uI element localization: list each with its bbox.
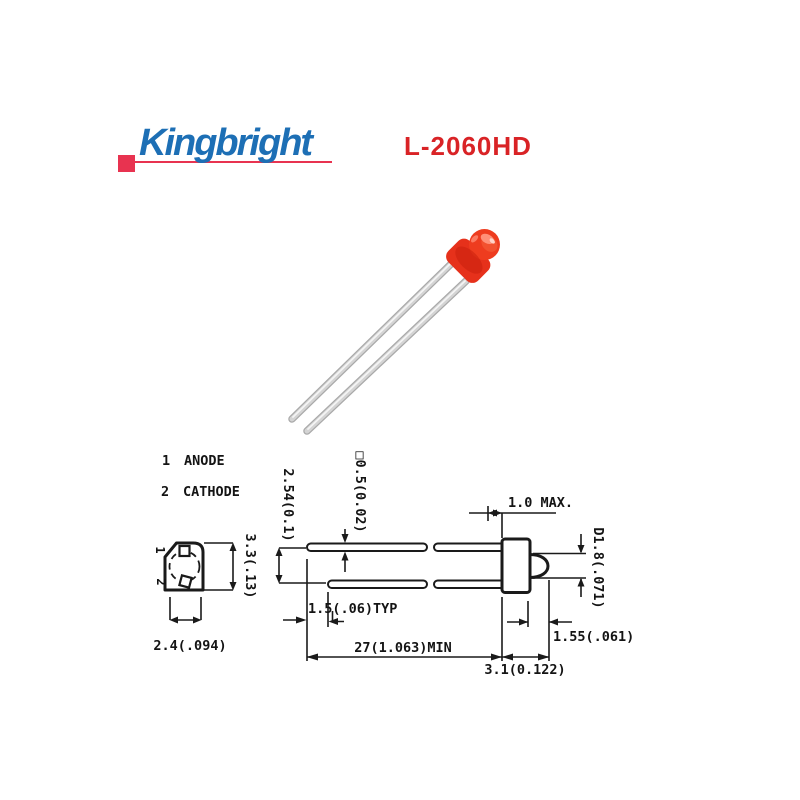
dim-length-lines	[306, 559, 550, 661]
dim-pitch-bracket	[278, 547, 326, 584]
kingbright-logo: Kingbright	[139, 122, 313, 164]
dim-width-label: 2.4(.094)	[153, 638, 226, 654]
dim-leadgap-lines	[283, 592, 344, 627]
lead2-cross-section	[178, 574, 193, 589]
side-view-drawing: 2.54(0.1) □0.5(0.02) 1.0 MAX. D1.8(.071)…	[275, 451, 634, 678]
cathode-lead-segment2	[433, 579, 505, 589]
cathode-lead-segment	[327, 579, 428, 589]
led-photo-lead-anode	[288, 259, 456, 423]
dim-width-bracket	[169, 597, 202, 621]
dim-bodylen-label: 3.1(0.122)	[484, 662, 565, 678]
top-view-drawing: 1 2 3.3(.13) 2.4(.094)	[153, 533, 258, 654]
dim-leadlen-label: 27(1.063)MIN	[354, 640, 452, 656]
logo-underline	[127, 161, 332, 163]
epoxy-dome	[529, 553, 550, 579]
pin2-name: CATHODE	[183, 484, 240, 500]
pin-legend: 1 ANODE 2 CATHODE	[161, 453, 240, 500]
led-photo	[288, 229, 500, 435]
pin1-number: 1	[162, 453, 170, 469]
dim-leadsq-label: □0.5(0.02)	[352, 451, 368, 532]
dim-height-bracket	[204, 542, 234, 591]
dim-leadgap-label: 1.5(.06)TYP	[308, 601, 397, 617]
anode-lead-segment2	[433, 542, 505, 552]
dim-pitch-label: 2.54(0.1)	[280, 468, 296, 541]
package-body	[500, 537, 532, 594]
lead1-cross-section	[178, 544, 191, 558]
anode-lead-segment	[306, 542, 428, 552]
dim-standoff-label: 1.0 MAX.	[508, 495, 573, 511]
part-number: L-2060HD	[404, 131, 532, 161]
dim-domelen-label: 1.55(.061)	[553, 629, 634, 645]
dim-standoff-lines	[469, 506, 556, 538]
pin1-name: ANODE	[184, 453, 225, 469]
dim-domedia-label: D1.8(.071)	[590, 527, 606, 608]
led-photo-body	[446, 229, 500, 283]
dim-domedia-lines	[533, 534, 586, 597]
led-photo-lead-cathode	[303, 277, 470, 435]
top-view-pin2-label: 2	[154, 578, 168, 585]
dim-height-label: 3.3(.13)	[242, 533, 258, 598]
pin2-number: 2	[161, 484, 169, 500]
logo-red-square-icon	[118, 155, 135, 172]
dim-domelen-lines	[507, 601, 572, 627]
top-view-pin1-label: 1	[153, 546, 167, 553]
